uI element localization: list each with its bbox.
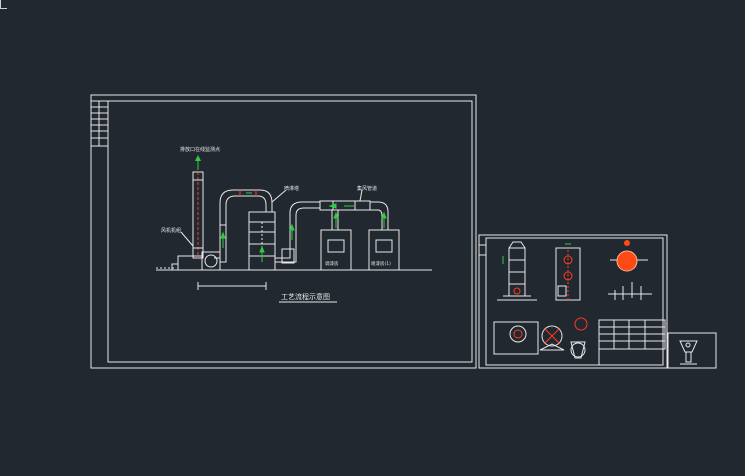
leader-lines (180, 189, 363, 247)
duct-scrubber-to-booths (275, 200, 389, 264)
sheet-inner-border (107, 100, 473, 363)
ground-line (156, 267, 432, 290)
spray-booth-2 (368, 229, 400, 271)
detail-sheet-border (478, 234, 668, 369)
tank-top-view (616, 250, 638, 272)
tank-nozzle-marker (624, 240, 630, 246)
detail-green-marks (502, 243, 571, 264)
small-sheet (667, 332, 717, 369)
detail-sheet (478, 234, 668, 369)
viewport-corner-marker (0, 0, 7, 9)
scrubber-label: 喷淋塔 (284, 185, 299, 192)
fan-label: 风机机组 (161, 227, 181, 234)
exhaust-stack (192, 171, 204, 259)
booth-2-label: 喷漆房(1) (371, 260, 391, 267)
spray-booth-1 (320, 229, 352, 271)
drawing-title: 工艺流程示意图 (281, 292, 330, 301)
small-sheet-border (667, 332, 717, 369)
booth-1-label: 调漆房 (325, 260, 339, 267)
fan-unit (171, 251, 221, 271)
scrubber-tower (248, 211, 276, 271)
duct-label: 集风管道 (357, 185, 377, 192)
flow-arrows (220, 192, 387, 262)
stack-label: 排放口在线监测点 (180, 146, 220, 153)
stack-top-arrow (195, 155, 201, 170)
sheet-outer-border (90, 94, 477, 369)
main-drawing-sheet (90, 94, 477, 369)
